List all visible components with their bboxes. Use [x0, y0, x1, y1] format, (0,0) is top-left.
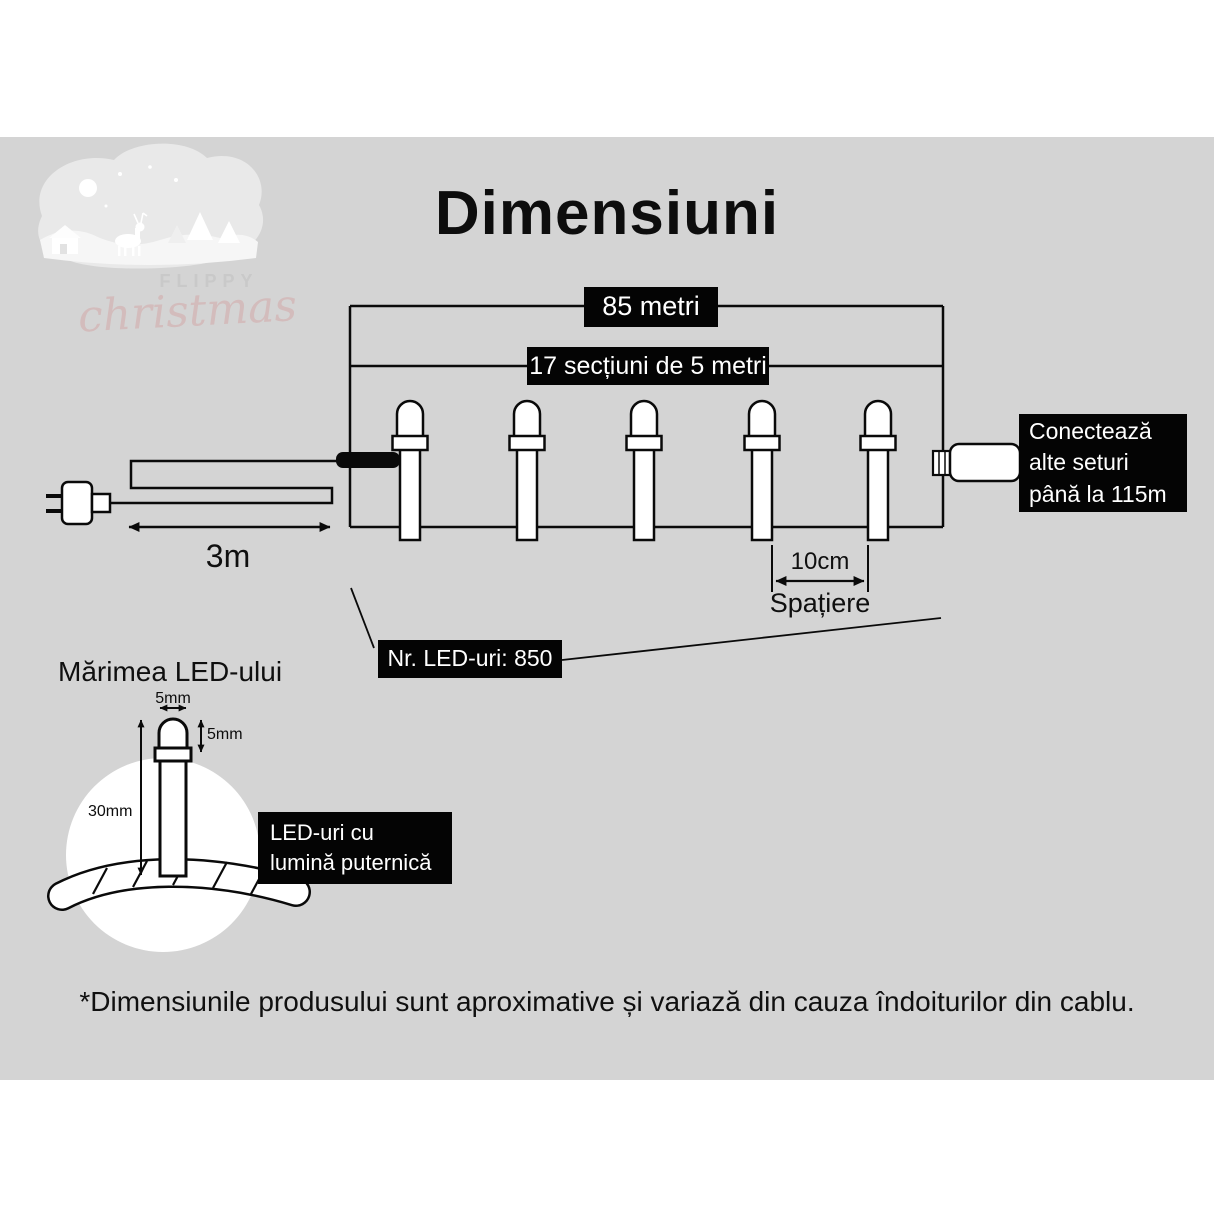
label-led-count: Nr. LED-uri: 850 [378, 640, 562, 678]
page-title: Dimensiuni [434, 179, 780, 248]
arrow-10cm [771, 545, 869, 592]
label-lead-cable-length: 3m [205, 538, 251, 574]
power-plug-icon [46, 480, 112, 526]
detail-dimension-arrows [137, 704, 205, 876]
extension-connector-icon [931, 442, 1022, 483]
lead-cable-coil [110, 459, 341, 505]
disclaimer-footnote: *Dimensiunile produsului sunt aproximati… [79, 986, 1135, 1017]
label-connector-note: Conectează alte seturi până la 115m [1019, 414, 1187, 512]
tree-icon [218, 221, 240, 243]
led-detail-diagram [47, 704, 311, 952]
led-bulb [625, 399, 663, 542]
led-bulb [508, 399, 546, 542]
label-spacing-value: 10cm [790, 548, 850, 575]
deer-icon [115, 212, 148, 256]
label-total-length: 85 metri [584, 287, 718, 327]
label-bulb-height: 5mm [207, 726, 243, 743]
label-spacing: Spațiere [769, 588, 871, 618]
logo-illustration [38, 143, 264, 269]
house-icon [49, 225, 81, 254]
led-bulb [391, 399, 429, 542]
led-size-section-title: Mărimea LED-ului [58, 656, 283, 687]
led-bulb [859, 399, 897, 542]
label-sections: 17 secțiuni de 5 metri [527, 347, 769, 385]
led-bulb-large [153, 717, 193, 878]
label-bulb-width: 5mm [155, 690, 191, 707]
logo-brand-text: FLIPPY [159, 271, 259, 291]
led-string [391, 399, 897, 542]
label-led-brightness-note: LED-uri cu lumină puternică [258, 812, 452, 884]
inline-connector-icon [336, 452, 400, 468]
led-bulb [743, 399, 781, 542]
tree-icon [168, 225, 186, 243]
tree-icon [187, 212, 213, 240]
label-stem-length: 30mm [88, 803, 133, 820]
led-count-leader-lines [350, 587, 942, 661]
moon-icon [79, 179, 97, 197]
